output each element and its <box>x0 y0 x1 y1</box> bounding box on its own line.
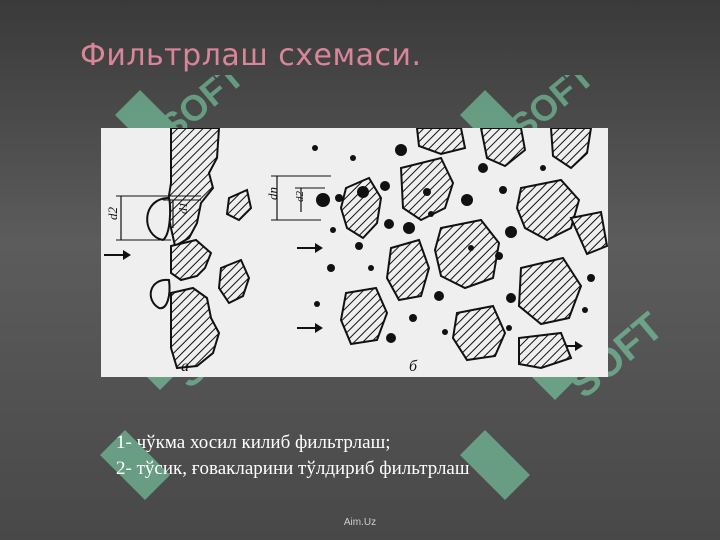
dimension-label-dp: dп <box>265 187 280 200</box>
grain <box>515 178 581 242</box>
filtration-diagram: d2 d1 а <box>101 128 608 377</box>
grain <box>518 331 573 370</box>
grain <box>217 258 251 305</box>
grain <box>479 128 527 168</box>
particle <box>312 145 318 151</box>
grain <box>569 210 608 256</box>
slide-title: Фильтрлаш схемаси. <box>80 38 422 73</box>
grain <box>415 128 467 156</box>
panel-label-a: а <box>181 358 189 375</box>
grain <box>385 238 431 302</box>
grain <box>451 304 507 362</box>
particle <box>468 245 474 251</box>
particle <box>434 291 444 301</box>
particle <box>582 307 588 313</box>
grain <box>165 128 221 248</box>
particle <box>506 325 512 331</box>
particle <box>403 222 415 234</box>
particle <box>380 181 390 191</box>
flow-arrow-left-1 <box>104 250 131 260</box>
particle <box>355 242 363 250</box>
particle <box>335 194 343 202</box>
particle <box>442 329 448 335</box>
particle <box>409 314 417 322</box>
particle <box>505 226 517 238</box>
dimension-label-d2-right: d2 <box>294 191 306 203</box>
caption-line-1: 1- чўкма хосил килиб фильтрлаш; <box>116 432 391 453</box>
grain <box>517 256 583 326</box>
particle <box>314 301 320 307</box>
particle <box>386 333 396 343</box>
grain <box>549 128 593 170</box>
caption-line-2: 2- тўсик, ғовакларини тўлдириб фильтрлаш <box>116 458 470 479</box>
grain <box>433 218 501 290</box>
filtration-diagram-drawing: d2 d1 а <box>104 128 608 375</box>
particle <box>428 211 434 217</box>
grain <box>170 238 213 282</box>
particle <box>540 165 546 171</box>
dimension-label-d2: d2 <box>105 207 120 221</box>
deposit-particle <box>149 278 171 310</box>
grain <box>339 286 389 346</box>
caption: 1- чўкма хосил килиб фильтрлаш; 2- тўсик… <box>116 430 656 482</box>
panel-label-b: б <box>409 358 418 375</box>
watermark-logo-bottom-right <box>460 430 530 500</box>
particle <box>357 186 369 198</box>
particle-cluster <box>312 144 595 343</box>
particle <box>395 144 407 156</box>
particle <box>330 227 336 233</box>
grain <box>170 286 221 370</box>
grain <box>339 176 383 240</box>
particle <box>423 188 431 196</box>
particle <box>506 293 516 303</box>
deposit-particle <box>146 196 172 242</box>
grain <box>225 188 253 222</box>
dimension-label-d1: d1 <box>176 202 190 214</box>
particle <box>368 265 374 271</box>
watermark-mark <box>100 430 170 500</box>
watermark-mark <box>460 430 530 500</box>
particle <box>495 252 503 260</box>
footer-source: Aim.Uz <box>343 517 377 528</box>
particle <box>587 274 595 282</box>
particle <box>499 186 507 194</box>
particle <box>384 219 394 229</box>
particle <box>327 264 335 272</box>
particle <box>350 155 356 161</box>
particle <box>316 193 330 207</box>
flow-arrow-right-1 <box>297 243 323 253</box>
particle <box>478 163 488 173</box>
particle <box>461 194 473 206</box>
watermark-logo-bottom-left <box>100 430 170 500</box>
flow-arrow-right-2 <box>297 323 323 333</box>
